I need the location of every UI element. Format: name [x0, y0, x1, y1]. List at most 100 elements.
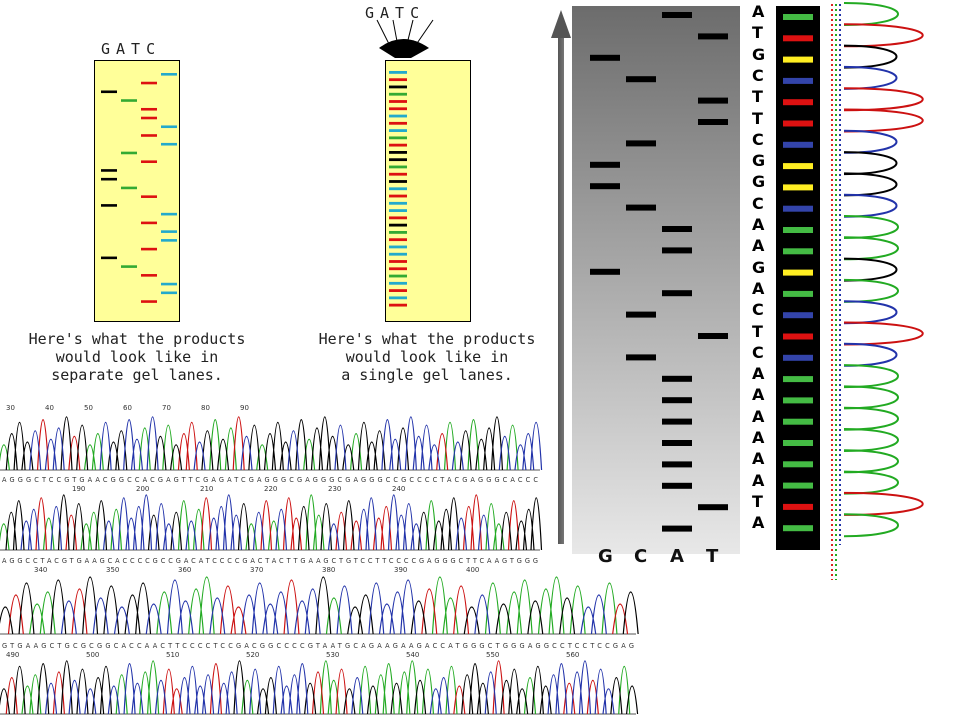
row3-tick: 550 — [486, 651, 499, 659]
color-gel-band-C — [783, 77, 813, 84]
color-gel-bands — [783, 14, 813, 532]
separate-gel-bands — [101, 73, 177, 303]
gel-band-C — [161, 73, 177, 76]
trace-peak-T — [843, 491, 924, 516]
color-gel-band-T — [783, 503, 813, 510]
color-gel-band-A — [783, 227, 813, 233]
gel-band-T — [389, 107, 407, 111]
color-gel-band-G — [783, 269, 813, 276]
gel-band-C — [161, 125, 177, 129]
lane-label-T: T — [706, 546, 719, 567]
autorad-band-G — [590, 54, 620, 61]
single-gel-box — [385, 60, 471, 322]
trace-peak-A — [843, 364, 899, 389]
color-gel-strip — [776, 6, 820, 550]
sequence-letter: T — [752, 108, 763, 128]
trace-peak-C — [843, 193, 898, 218]
gel-band-C — [161, 212, 177, 216]
color-gel-band-A — [783, 14, 813, 20]
gel-band-G — [101, 169, 117, 172]
color-gel-band-A — [783, 482, 813, 489]
color-gel-band-A — [783, 461, 813, 468]
trace-peak-C — [843, 342, 898, 367]
row3-trace-T — [5, 660, 599, 715]
gel-band-A — [389, 231, 407, 234]
autorad-band-A — [662, 461, 692, 468]
sequence-letter: G — [752, 172, 766, 192]
autorad-band-C — [626, 140, 656, 147]
sequence-letter: A — [752, 278, 765, 298]
row2-tick: 400 — [466, 566, 479, 574]
row3-tick: 510 — [166, 651, 179, 659]
sequence-letter: G — [752, 44, 766, 64]
row1-top-tick: 70 — [162, 404, 171, 412]
gel-band-G — [389, 223, 407, 227]
sequence-letter: A — [752, 513, 765, 533]
trace-peak-G — [843, 257, 898, 282]
sequence-letter: A — [752, 406, 765, 426]
color-gel-band-T — [783, 35, 813, 42]
gel-band-T — [389, 78, 407, 82]
trace-peak-T — [843, 321, 924, 346]
row2b-trace-C — [60, 579, 607, 635]
trace-peak-A — [843, 428, 899, 452]
gel-band-G — [101, 177, 117, 181]
row2-trace-A — [0, 494, 505, 551]
row3-tick: 560 — [566, 651, 579, 659]
autorad-band-C — [626, 311, 656, 318]
gel-band-G — [101, 256, 117, 260]
autorad-band-A — [662, 290, 692, 297]
autorad-band-A — [662, 440, 692, 446]
trace-peak-A — [843, 385, 899, 410]
trace-peak-A — [843, 215, 899, 239]
autorad-bands — [590, 12, 728, 532]
sequence-letter: G — [752, 151, 766, 171]
row1-top-tick: 90 — [240, 404, 249, 412]
color-gel-band-G — [783, 184, 813, 191]
gel-band-C — [389, 245, 407, 249]
color-gel-band-A — [783, 525, 813, 532]
autorad-band-G — [590, 161, 620, 168]
gel-band-T — [141, 160, 157, 164]
single-lane-caption: Here's what the products would look like… — [318, 330, 536, 384]
row1-trace-A — [0, 419, 519, 471]
gel-band-T — [389, 143, 407, 147]
vertical-trace — [831, 2, 924, 580]
gel-band-T — [141, 134, 157, 137]
sequence-letter: C — [752, 193, 764, 213]
row1-top-tick: 40 — [45, 404, 54, 412]
trace-peak-G — [843, 151, 898, 176]
lane-label-A: A — [670, 546, 684, 567]
color-gel-band-G — [783, 56, 813, 63]
gel-band-C — [389, 187, 407, 191]
lane-label-C: C — [634, 546, 648, 567]
row3-trace-A — [21, 660, 631, 715]
gel-band-T — [389, 303, 407, 307]
trace-peak-C — [843, 65, 898, 90]
gel-band-T — [141, 195, 157, 198]
gel-band-C — [389, 114, 407, 118]
gel-band-A — [121, 151, 137, 155]
sequence-letter: C — [752, 65, 764, 85]
sequence-letter: C — [752, 342, 764, 362]
migration-arrow — [551, 10, 571, 544]
gel-band-A — [389, 274, 407, 278]
gel-band-C — [161, 142, 177, 146]
sequence-letter: A — [752, 385, 765, 405]
row1-bottom-tick: 230 — [328, 485, 341, 493]
funnel-icon — [376, 19, 434, 58]
row1-bg — [0, 412, 540, 470]
autorad-band-A — [662, 525, 692, 532]
gel-band-C — [161, 291, 177, 295]
gel-band-C — [161, 230, 177, 233]
sequence-letter: G — [752, 257, 766, 277]
gel-band-G — [389, 85, 407, 89]
row2-trace-T — [35, 494, 520, 551]
color-gel-band-C — [783, 205, 813, 212]
autorad-band-T — [698, 333, 728, 339]
row1-trace-T — [36, 416, 449, 471]
row1-bottom-tick: 240 — [392, 485, 405, 493]
